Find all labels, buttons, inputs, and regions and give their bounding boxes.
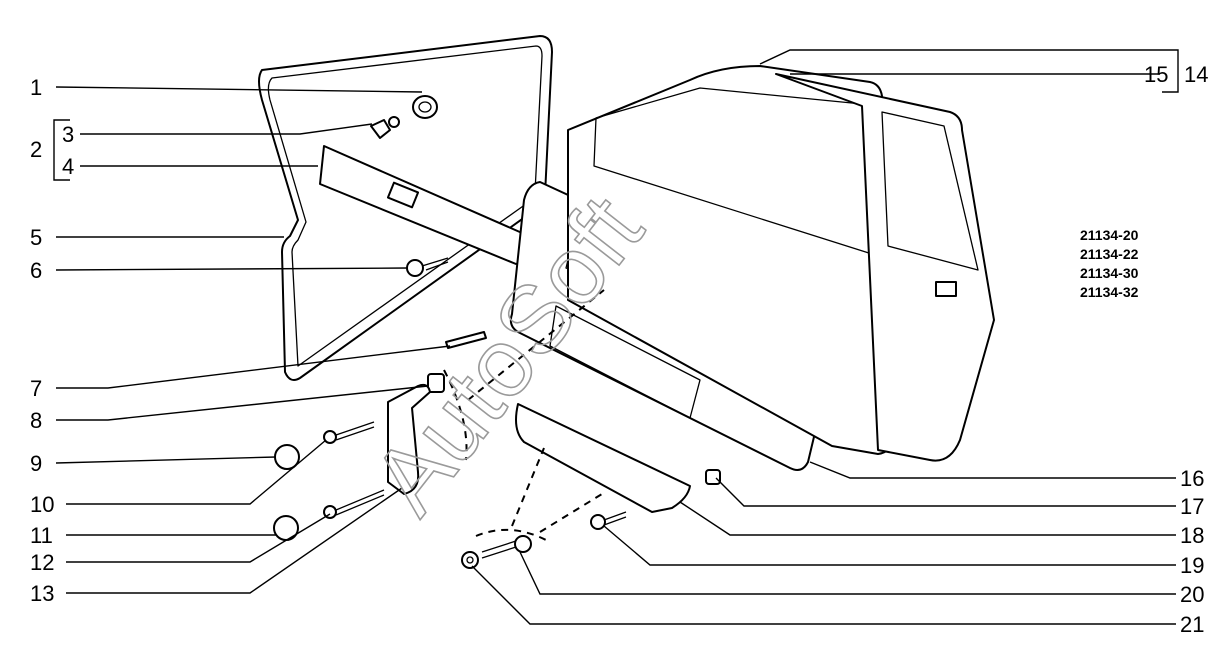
callout-15: 15 (1144, 62, 1168, 87)
callout-12: 12 (30, 550, 54, 575)
screw-10-icon (323, 421, 375, 444)
handle-13-icon (387, 383, 431, 495)
callout-14: 14 (1184, 62, 1208, 87)
callout-2: 2 (30, 137, 42, 162)
callout-18: 18 (1180, 523, 1204, 548)
clip-17-icon (705, 469, 721, 485)
callout-6: 6 (30, 258, 42, 283)
assembly-lines (443, 289, 605, 541)
callout-1: 1 (30, 75, 42, 100)
callout-17: 17 (1180, 494, 1204, 519)
callout-13: 13 (30, 581, 54, 606)
model-code: 21134-32 (1080, 284, 1139, 300)
screw-19-icon (590, 511, 627, 530)
callout-16: 16 (1180, 466, 1204, 491)
armrest-18 (515, 403, 691, 513)
callout-10: 10 (30, 492, 54, 517)
screw-12-icon (323, 489, 385, 519)
callout-numbers: 1 2 3 4 5 6 7 8 9 10 11 12 13 14 15 16 1… (30, 62, 1208, 637)
model-code: 21134-22 (1080, 246, 1139, 262)
callout-19: 19 (1180, 553, 1204, 578)
callout-3: 3 (62, 122, 74, 147)
clip-1-icon (412, 95, 438, 119)
callout-21: 21 (1180, 612, 1204, 637)
leader-lines (53, 49, 1179, 625)
screw-20-icon (481, 535, 532, 559)
callout-9: 9 (30, 451, 42, 476)
door-frame (567, 65, 995, 462)
callout-5: 5 (30, 225, 42, 250)
callout-20: 20 (1180, 582, 1204, 607)
clip-3-icon (370, 116, 400, 139)
callout-4: 4 (62, 154, 74, 179)
callout-7: 7 (30, 376, 42, 401)
plug-11-icon (273, 515, 299, 541)
model-code: 21134-30 (1080, 265, 1139, 281)
callout-11: 11 (30, 523, 53, 548)
washer-21-icon (461, 551, 479, 569)
model-code: 21134-20 (1080, 227, 1139, 243)
model-code-list: 21134-20 21134-22 21134-30 21134-32 (1080, 227, 1139, 300)
callout-8: 8 (30, 408, 42, 433)
nut-8-icon (427, 373, 445, 393)
